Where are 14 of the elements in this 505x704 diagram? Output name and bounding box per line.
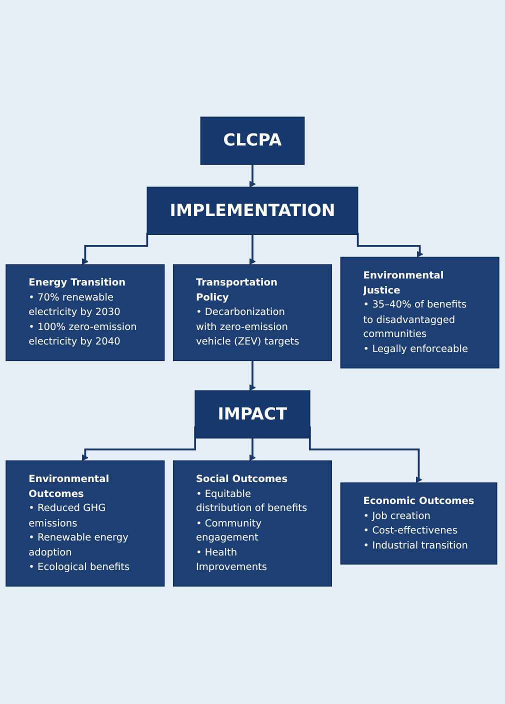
arrow <box>249 234 256 266</box>
node-box: CLCPA <box>200 117 305 166</box>
arrow <box>249 438 256 462</box>
arrow <box>249 361 256 392</box>
arrow <box>249 164 256 188</box>
node-box: Energy Transition • 70% renewable electricity by 2030 • 100% zero-emission electricity by 2040 <box>6 264 165 362</box>
node-box: Social Outcomes • Equitable distribution of benefits • Community engagement • Health Improvements <box>172 460 332 587</box>
node-box: IMPLEMENTATION <box>146 187 358 236</box>
node-box: IMPACT <box>194 390 310 439</box>
arrow <box>82 233 148 266</box>
node-box: Environmental Outcomes • Reduced GHG emissions • Renewable energy adoption • Ecological benefits <box>6 460 165 587</box>
node-box: Economic Outcomes • Job creation • Cost-effectivenes • Industrial transition <box>340 482 498 565</box>
arrow <box>356 233 424 258</box>
node-box: Transportation Policy • Decarbonization with zero-emission vehicle (ZEV) targets <box>172 264 332 362</box>
